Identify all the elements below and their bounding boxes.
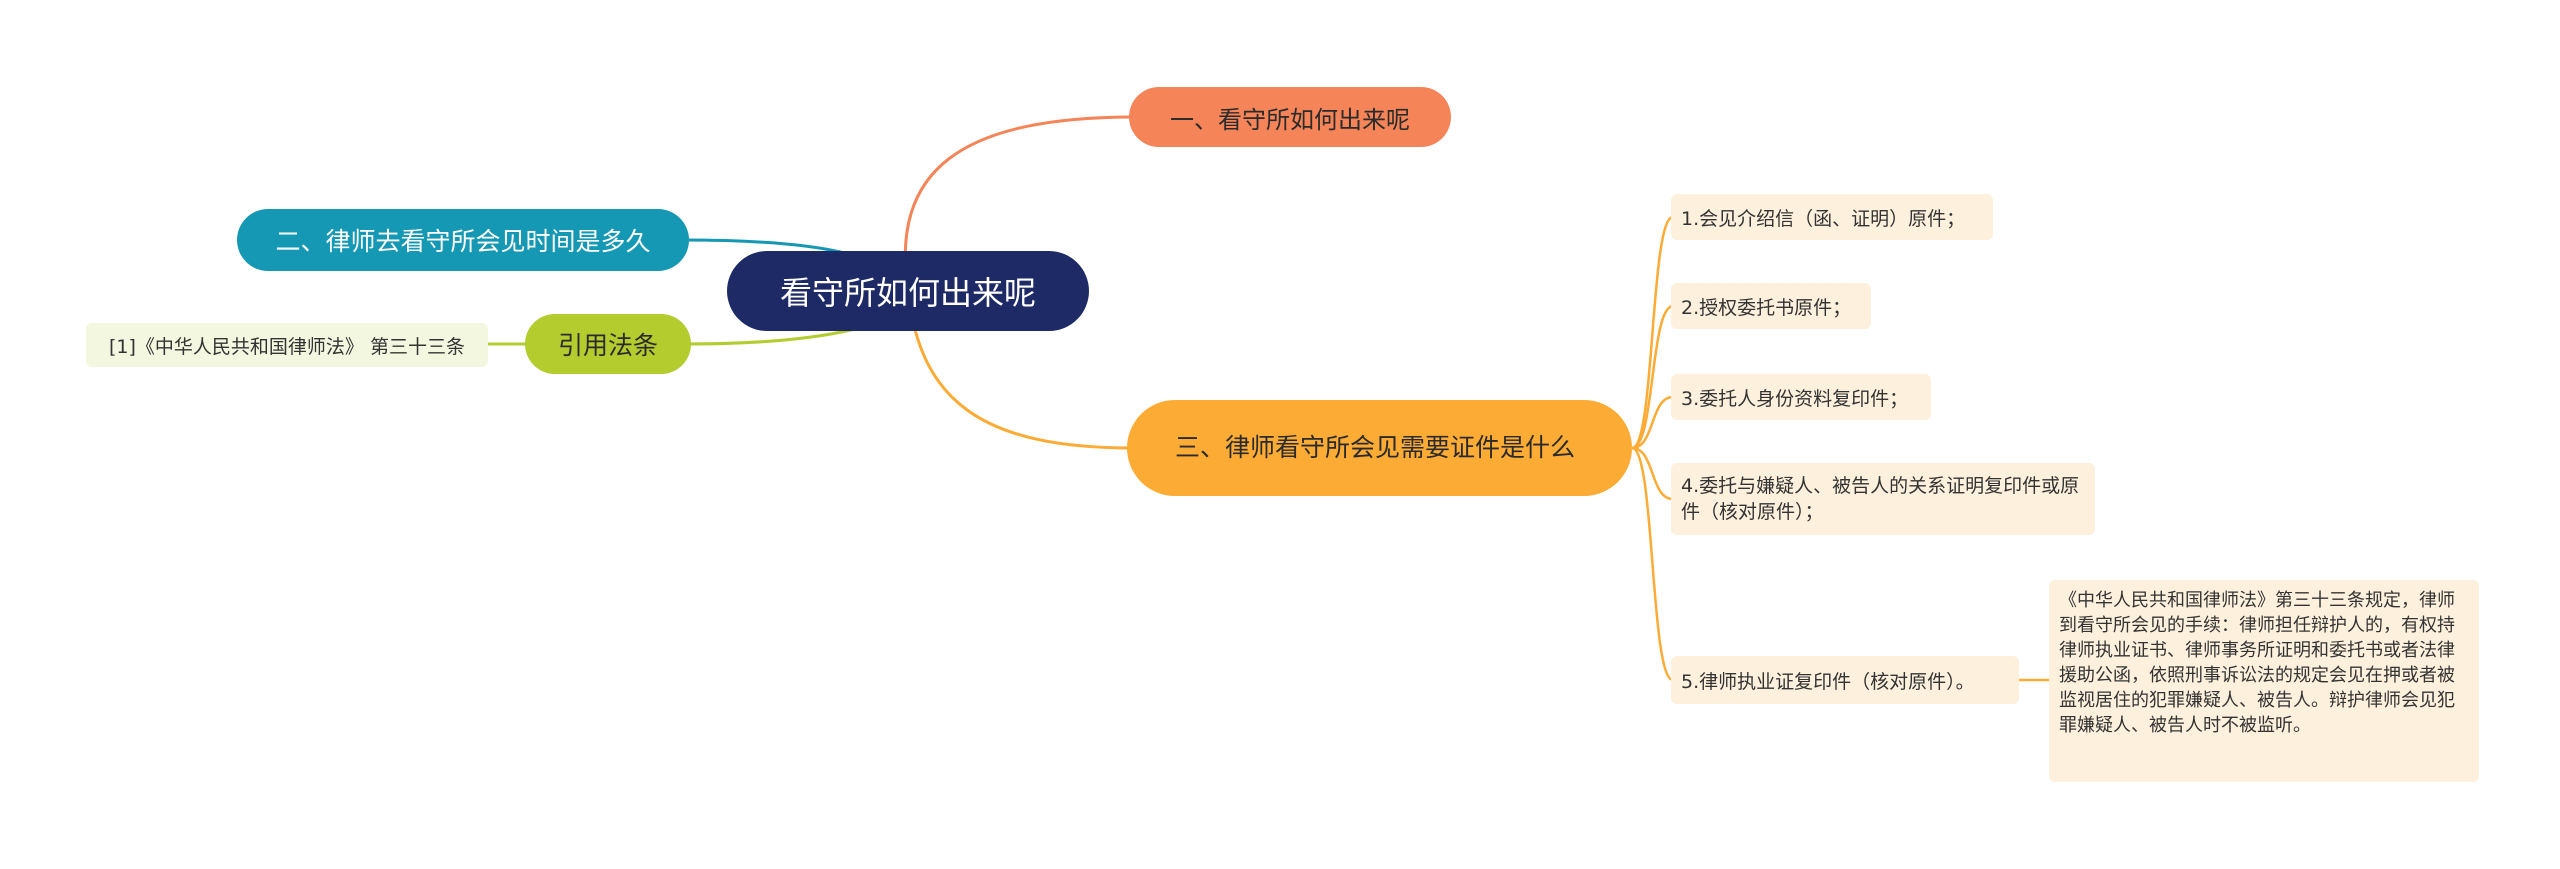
connector-b3-doc5 — [1631, 446, 1674, 682]
document-item[interactable]: 4.委托与嫌疑人、被告人的关系证明复印件或原件（核对原件）； — [1671, 463, 2095, 535]
document-item[interactable]: 3.委托人身份资料复印件； — [1671, 374, 1931, 420]
law-note-text: 《中华人民共和国律师法》第三十三条规定，律师到看守所会见的手续：律师担任辩护人的… — [2059, 590, 2455, 736]
branch-label: 三、律师看守所会见需要证件是什么 — [1175, 433, 1576, 462]
document-item-label: 2.授权委托书原件； — [1681, 296, 1852, 319]
branch-label: 二、律师去看守所会见时间是多久 — [275, 227, 651, 256]
document-item-label: 1.会见介绍信（函、证明）原件； — [1681, 207, 1966, 230]
connector-b3-doc1 — [1631, 215, 1674, 450]
document-item[interactable]: 2.授权委托书原件； — [1671, 283, 1871, 329]
connector-b3-doc4 — [1631, 446, 1674, 501]
branch-required-documents[interactable]: 三、律师看守所会见需要证件是什么 — [1127, 400, 1632, 496]
branch-visit-duration[interactable]: 二、律师去看守所会见时间是多久 — [237, 209, 689, 271]
branch-how-to-get-out[interactable]: 一、看守所如何出来呢 — [1129, 87, 1451, 147]
document-item-label: 4.委托与嫌疑人、被告人的关系证明复印件或原件（核对原件）； — [1681, 475, 2080, 523]
document-item[interactable]: 1.会见介绍信（函、证明）原件； — [1671, 194, 1993, 240]
branch-label: 引用法条 — [557, 331, 658, 360]
root-topic[interactable]: 看守所如何出来呢 — [727, 251, 1089, 331]
branch-label: 一、看守所如何出来呢 — [1170, 105, 1410, 134]
law-reference[interactable]: [1]《中华人民共和国律师法》 第三十三条 — [86, 323, 488, 367]
connector-b3-doc2 — [1631, 304, 1674, 450]
connector-b3-doc3 — [1631, 395, 1674, 450]
root-topic-label: 看守所如何出来呢 — [779, 274, 1036, 312]
branch-cited-law[interactable]: 引用法条 — [525, 314, 691, 374]
law-note[interactable]: 《中华人民共和国律师法》第三十三条规定，律师到看守所会见的手续：律师担任辩护人的… — [2049, 580, 2479, 782]
document-item-label: 5.律师执业证复印件（核对原件）。 — [1681, 670, 1975, 693]
law-reference-label: [1]《中华人民共和国律师法》 第三十三条 — [109, 335, 465, 358]
document-item[interactable]: 5.律师执业证复印件（核对原件）。 — [1671, 656, 2019, 704]
document-item-label: 3.委托人身份资料复印件； — [1681, 387, 1909, 410]
